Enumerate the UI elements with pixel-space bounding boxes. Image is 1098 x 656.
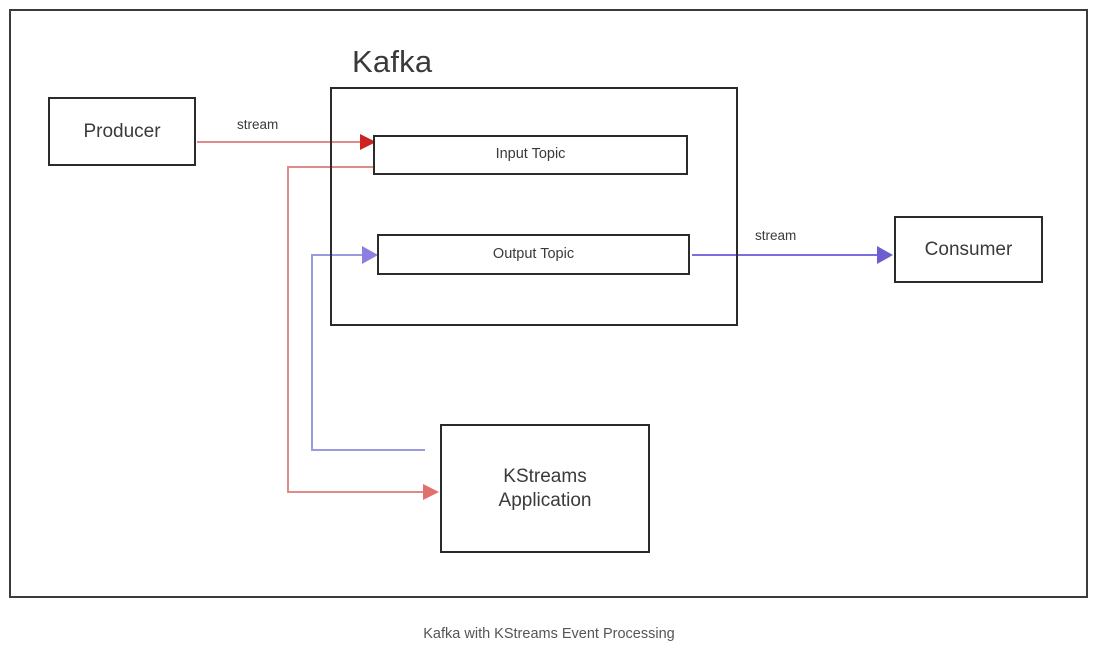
kafka-group-title: Kafka: [352, 44, 433, 79]
input-topic-node[interactable]: Input Topic: [373, 135, 688, 175]
edge-label-consumer-stream: stream: [755, 228, 797, 243]
figure-caption: Kafka with KStreams Event Processing: [423, 626, 675, 642]
output-topic-label: Output Topic: [492, 245, 575, 262]
output-topic-node[interactable]: Output Topic: [377, 234, 690, 275]
consumer-label: Consumer: [924, 238, 1013, 260]
producer-node[interactable]: Producer: [48, 97, 196, 166]
kstreams-application-node[interactable]: KStreams Application: [440, 424, 650, 553]
producer-label: Producer: [83, 120, 161, 142]
input-topic-label: Input Topic: [495, 146, 566, 163]
kafka-cluster-container: [330, 87, 738, 326]
kstreams-application-label: KStreams Application: [498, 466, 592, 511]
consumer-node[interactable]: Consumer: [894, 216, 1043, 283]
edge-label-producer-stream: stream: [237, 117, 279, 132]
